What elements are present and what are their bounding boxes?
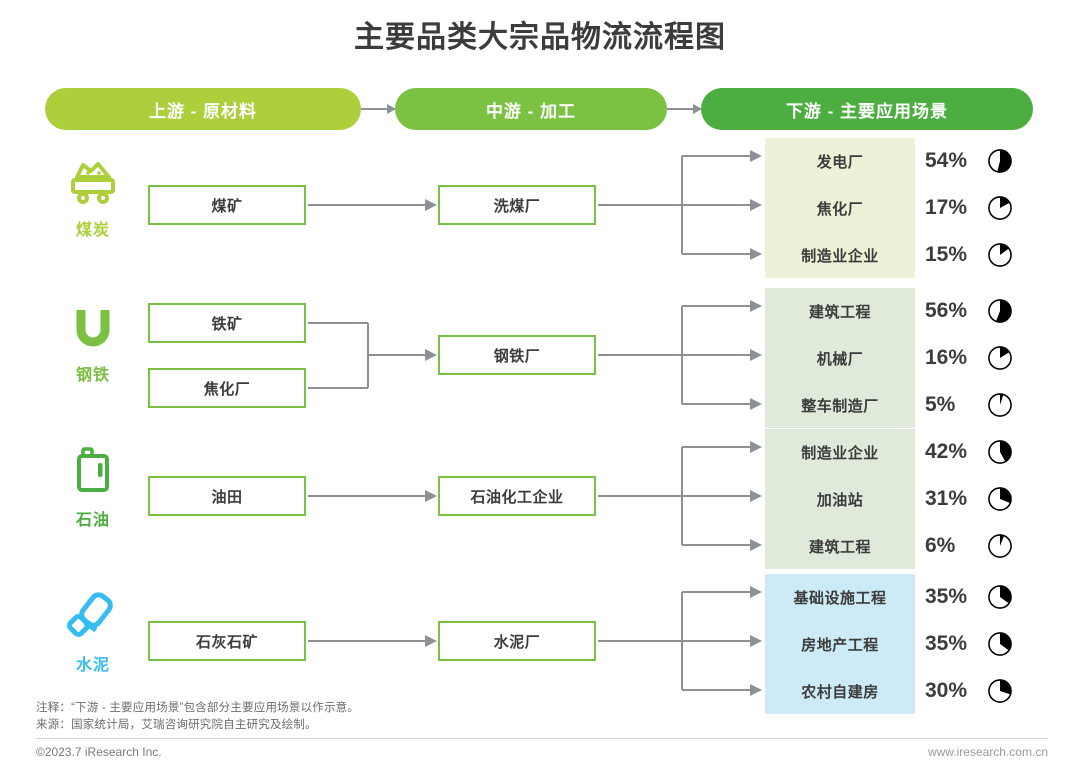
- footer-divider: [36, 738, 1048, 739]
- percent-value-petroleum-0: 42%: [925, 440, 968, 463]
- oil-can-icon: [58, 444, 128, 500]
- pie-icon-cement-0: [988, 585, 1012, 609]
- upstream-box-steel-0[interactable]: 铁矿: [148, 303, 306, 343]
- magnet-icon: [58, 299, 128, 355]
- stage-pill-downstream[interactable]: 下游 - 主要应用场景: [701, 88, 1033, 130]
- stage-pill-midstream[interactable]: 中游 - 加工: [395, 88, 667, 130]
- percent-row-cement-1: 35%: [925, 620, 1055, 668]
- downstream-label-steel-0[interactable]: 建筑工程: [808, 303, 871, 321]
- flow-row-petroleum: 石油 油田 石油化工企业 制造业企业 加油站 建筑工程 42% 31% 6%: [0, 428, 1080, 573]
- downstream-label-steel-2[interactable]: 整车制造厂: [801, 397, 879, 415]
- downstream-panel-steel: 建筑工程 机械厂 整车制造厂: [765, 288, 915, 428]
- downstream-panel-cement: 基础设施工程 房地产工程 农村自建房: [765, 574, 915, 714]
- downstream-label-petroleum-2[interactable]: 建筑工程: [808, 538, 871, 556]
- percent-value-steel-1: 16%: [925, 346, 968, 369]
- pie-icon-coal-0: [988, 149, 1012, 173]
- percent-row-petroleum-2: 6%: [925, 523, 1055, 569]
- stage-arrow-1: [361, 103, 396, 115]
- downstream-label-coal-1[interactable]: 焦化厂: [816, 200, 864, 218]
- downstream-label-steel-1[interactable]: 机械厂: [816, 350, 864, 368]
- percent-value-petroleum-2: 6%: [925, 534, 956, 557]
- upstream-box-steel-1[interactable]: 焦化厂: [148, 368, 306, 408]
- pie-icon-steel-1: [988, 346, 1012, 370]
- downstream-label-coal-0[interactable]: 发电厂: [816, 153, 864, 171]
- midstream-box-coal[interactable]: 洗煤厂: [438, 185, 596, 225]
- footer: 注释：“下游 - 主要应用场景”包含部分主要应用场景以作示意。 来源：国家统计局…: [36, 700, 1048, 759]
- category-coal: 煤炭: [58, 154, 128, 240]
- downstream-label-petroleum-0[interactable]: 制造业企业: [801, 444, 879, 462]
- percent-row-steel-2: 5%: [925, 382, 1055, 428]
- footer-note: 注释：“下游 - 主要应用场景”包含部分主要应用场景以作示意。: [36, 702, 360, 714]
- percent-row-steel-0: 56%: [925, 288, 1055, 334]
- midstream-box-steel[interactable]: 钢铁厂: [438, 335, 596, 375]
- percent-value-coal-1: 17%: [925, 196, 968, 219]
- upstream-box-coal-0[interactable]: 煤矿: [148, 185, 306, 225]
- downstream-label-coal-2[interactable]: 制造业企业: [801, 247, 879, 265]
- category-steel: 钢铁: [58, 299, 128, 385]
- percent-value-cement-1: 35%: [925, 632, 968, 655]
- stage-arrow-2: [667, 103, 702, 115]
- percent-column-cement: 35% 35% 30%: [925, 574, 1055, 714]
- downstream-label-cement-2[interactable]: 农村自建房: [801, 683, 879, 701]
- stage-pill-upstream[interactable]: 上游 - 原材料: [45, 88, 361, 130]
- percent-column-steel: 56% 16% 5%: [925, 288, 1055, 428]
- cement-trowel-icon: [58, 589, 128, 645]
- category-label-coal: 煤炭: [75, 222, 110, 239]
- category-label-steel: 钢铁: [75, 367, 110, 384]
- pie-icon-steel-0: [988, 299, 1012, 323]
- category-cement: 水泥: [58, 589, 128, 675]
- footer-copyright: ©2023.7 iResearch Inc.: [36, 745, 162, 759]
- pie-icon-cement-1: [988, 632, 1012, 656]
- pie-icon-coal-1: [988, 196, 1012, 220]
- upstream-box-petroleum-0[interactable]: 油田: [148, 476, 306, 516]
- percent-value-petroleum-1: 31%: [925, 487, 968, 510]
- percent-row-petroleum-0: 42%: [925, 429, 1055, 475]
- percent-column-petroleum: 42% 31% 6%: [925, 429, 1055, 569]
- percent-value-steel-2: 5%: [925, 393, 956, 416]
- percent-value-steel-0: 56%: [925, 299, 968, 322]
- pie-icon-cement-2: [988, 679, 1012, 703]
- mine-cart-icon: [58, 154, 128, 210]
- downstream-label-petroleum-1[interactable]: 加油站: [816, 491, 864, 509]
- downstream-panel-petroleum: 制造业企业 加油站 建筑工程: [765, 429, 915, 569]
- flow-row-coal: 煤炭 煤矿 洗煤厂 发电厂 焦化厂 制造业企业 54% 17% 15%: [0, 138, 1080, 283]
- midstream-box-petroleum[interactable]: 石油化工企业: [438, 476, 596, 516]
- footer-url[interactable]: www.iresearch.com.cn: [927, 745, 1048, 759]
- percent-row-coal-0: 54%: [925, 138, 1055, 184]
- pie-icon-steel-2: [988, 393, 1012, 417]
- percent-row-petroleum-1: 31%: [925, 475, 1055, 523]
- pie-icon-petroleum-2: [988, 534, 1012, 558]
- pie-icon-petroleum-1: [988, 487, 1012, 511]
- percent-row-cement-2: 30%: [925, 668, 1055, 714]
- category-petroleum: 石油: [58, 444, 128, 530]
- percent-value-cement-2: 30%: [925, 679, 968, 702]
- percent-value-cement-0: 35%: [925, 585, 968, 608]
- pie-icon-coal-2: [988, 243, 1012, 267]
- footer-source: 来源：国家统计局，艾瑞咨询研究院自主研究及绘制。: [36, 719, 317, 731]
- page-title: 主要品类大宗品物流流程图: [354, 21, 726, 54]
- category-label-petroleum: 石油: [75, 512, 110, 529]
- upstream-box-cement-0[interactable]: 石灰石矿: [148, 621, 306, 661]
- downstream-panel-coal: 发电厂 焦化厂 制造业企业: [765, 138, 915, 278]
- percent-column-coal: 54% 17% 15%: [925, 138, 1055, 278]
- pie-icon-petroleum-0: [988, 440, 1012, 464]
- percent-value-coal-2: 15%: [925, 243, 968, 266]
- downstream-label-cement-0[interactable]: 基础设施工程: [793, 589, 887, 607]
- percent-row-coal-2: 15%: [925, 232, 1055, 278]
- percent-row-coal-1: 17%: [925, 184, 1055, 232]
- stage-header-row: 上游 - 原材料 中游 - 加工 下游 - 主要应用场景: [45, 88, 1033, 130]
- flow-row-cement: 水泥 石灰石矿 水泥厂 基础设施工程 房地产工程 农村自建房 35% 35% 3…: [0, 573, 1080, 718]
- flow-row-steel: 钢铁 铁矿 焦化厂 钢铁厂 建筑工程 机械厂 整车制造厂 56% 16% 5%: [0, 283, 1080, 428]
- footer-bar: ©2023.7 iResearch Inc. www.iresearch.com…: [36, 739, 1048, 759]
- percent-row-steel-1: 16%: [925, 334, 1055, 382]
- percent-value-coal-0: 54%: [925, 149, 968, 172]
- category-label-cement: 水泥: [75, 657, 110, 674]
- downstream-label-cement-1[interactable]: 房地产工程: [801, 636, 879, 654]
- midstream-box-cement[interactable]: 水泥厂: [438, 621, 596, 661]
- flow-rows: 煤炭 煤矿 洗煤厂 发电厂 焦化厂 制造业企业 54% 17% 15%: [0, 138, 1080, 718]
- percent-row-cement-0: 35%: [925, 574, 1055, 620]
